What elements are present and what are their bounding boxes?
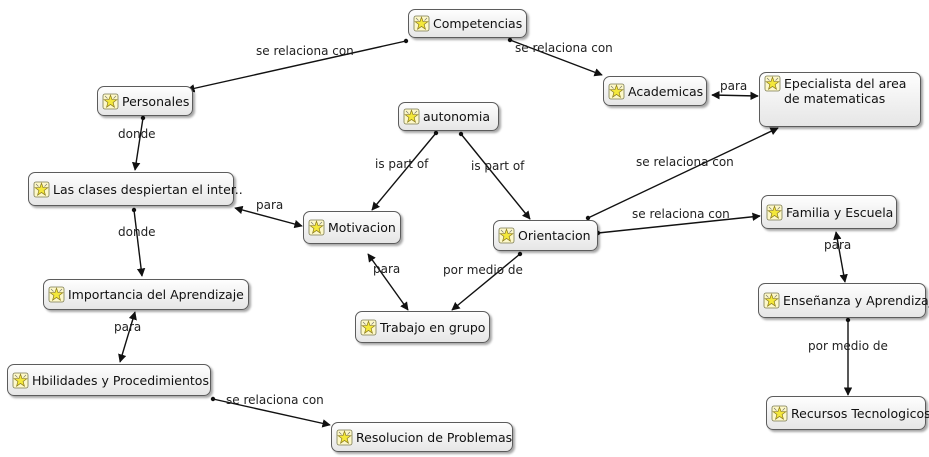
link-label-orientacion-trabajo: por medio de	[443, 263, 523, 277]
concept-label: Academicas	[628, 83, 704, 99]
concept-label: Motivacion	[328, 220, 396, 235]
concept-familia[interactable]: Familia y Escuela	[761, 195, 897, 229]
concept-label: Orientacion	[518, 228, 591, 243]
concept-label: autonomia	[423, 109, 491, 124]
concept-star-icon	[48, 286, 65, 303]
concept-orientacion[interactable]: Orientacion	[493, 220, 598, 251]
link-label-habilidades-resolucion: se relaciona con	[226, 393, 324, 407]
link-label-orientacion-familia: se relaciona con	[632, 207, 730, 221]
edge-autonomia-motivacion[interactable]	[371, 132, 437, 211]
concept-star-icon	[766, 204, 783, 221]
concept-label: Competencias	[433, 16, 523, 31]
concept-autonomia[interactable]: autonomia	[398, 102, 499, 131]
concept-label: Trabajo en grupo	[380, 319, 486, 335]
edge-clases-importancia[interactable]	[133, 209, 146, 277]
concept-habilidades[interactable]: Hbilidades y Procedimientos	[7, 364, 211, 396]
concept-label: Familia y Escuela	[786, 204, 894, 220]
edge-autonomia-orientacion[interactable]	[460, 133, 531, 220]
link-label-competencias-personales: se relaciona con	[256, 44, 354, 58]
link-label-autonomia-motivacion: is part of	[375, 157, 429, 171]
concept-resolucion[interactable]: Resolucion de Problemas	[331, 422, 513, 452]
link-label-clases-motivacion: para	[256, 198, 284, 212]
concept-especialista[interactable]: Epecialista del area de matematicas	[759, 72, 921, 127]
link-label-orientacion-especialista: se relaciona con	[636, 155, 734, 169]
concept-star-icon	[12, 372, 29, 389]
concept-ensenanza[interactable]: Enseñanza y Aprendizaje	[758, 283, 929, 318]
edge-academicas-especialista[interactable]	[711, 90, 759, 101]
edge-orientacion-especialista[interactable]	[587, 127, 779, 219]
link-label-autonomia-orientacion: is part of	[471, 159, 525, 173]
concept-label: Personales	[122, 93, 190, 109]
concept-recursos[interactable]: Recursos Tecnologicos	[766, 396, 929, 430]
concept-star-icon	[102, 93, 119, 110]
concept-star-icon	[771, 405, 788, 422]
concept-star-icon	[360, 319, 377, 336]
link-label-ensenanza-recursos: por medio de	[808, 339, 888, 353]
concept-label: Enseñanza y Aprendizaje	[783, 293, 929, 308]
edge-personales-clases[interactable]	[131, 117, 144, 171]
concept-star-icon	[498, 227, 515, 244]
link-label-competencias-academicas: se relaciona con	[515, 41, 613, 55]
concept-star-icon	[763, 292, 780, 309]
concept-competencias[interactable]: Competencias	[408, 9, 527, 38]
concept-star-icon	[413, 15, 430, 32]
concept-label: Las clases despiertan el inter..	[53, 181, 243, 197]
link-label-personales-clases: donde	[118, 127, 156, 141]
concept-label: Resolucion de Problemas	[356, 429, 513, 445]
concept-star-icon	[33, 181, 50, 198]
link-label-clases-importancia: donde	[118, 225, 156, 239]
concept-personales[interactable]: Personales	[97, 86, 193, 116]
concept-academicas[interactable]: Academicas	[603, 76, 707, 106]
link-label-familia-ensenanza: para	[824, 238, 852, 252]
concept-star-icon	[336, 429, 353, 446]
concept-label: Recursos Tecnologicos	[791, 405, 929, 421]
concept-star-icon	[308, 219, 325, 236]
concept-motivacion[interactable]: Motivacion	[303, 211, 401, 244]
concept-clases[interactable]: Las clases despiertan el inter..	[28, 172, 243, 206]
concept-label: Epecialista del area de matematicas	[784, 76, 907, 106]
concept-star-icon	[608, 83, 625, 100]
concept-star-icon	[764, 75, 781, 92]
concept-importancia[interactable]: Importancia del Aprendizaje	[43, 279, 249, 310]
concept-star-icon	[403, 108, 420, 125]
link-label-importancia-habilidades: para	[114, 320, 142, 334]
link-label-academicas-especialista: para	[720, 79, 748, 93]
concept-label: Importancia del Aprendizaje	[68, 287, 244, 302]
concept-label: Hbilidades y Procedimientos	[32, 372, 209, 388]
concept-trabajo[interactable]: Trabajo en grupo	[355, 311, 490, 343]
link-label-motivacion-trabajo: para	[373, 262, 401, 276]
